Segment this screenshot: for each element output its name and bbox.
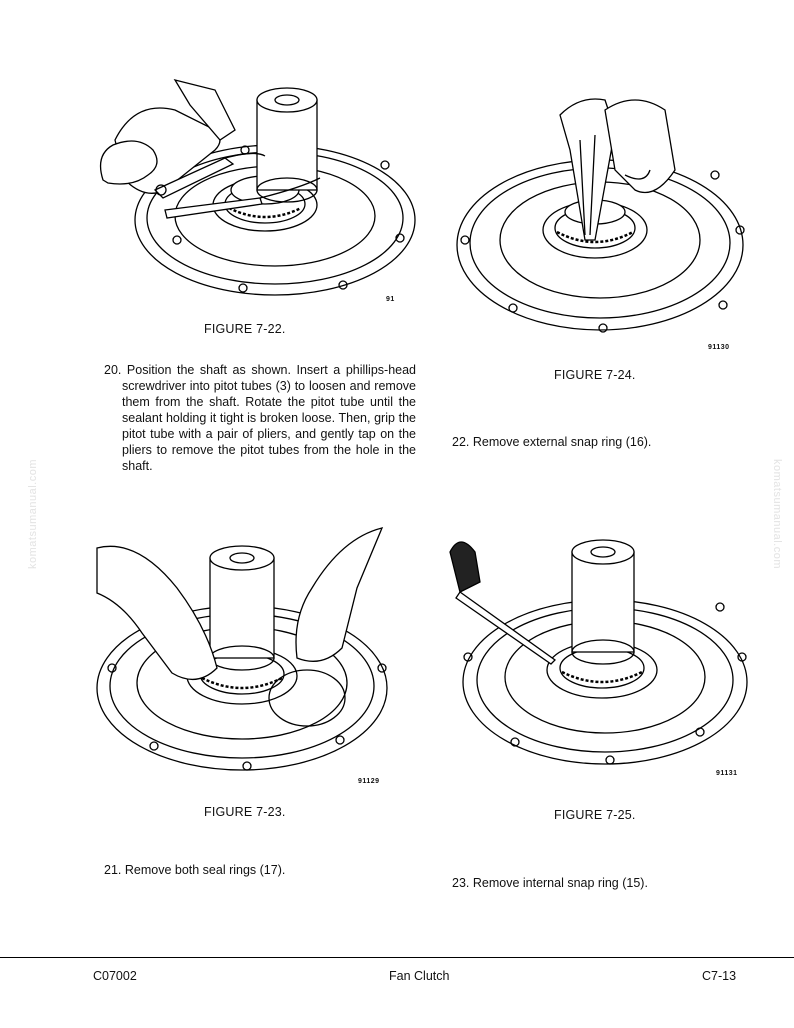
step-23-text: 23. Remove internal snap ring (15). — [452, 876, 648, 890]
figure-7-24-illustration — [456, 98, 745, 333]
figure-7-22-illustration — [99, 78, 416, 296]
step-21-text: 21. Remove both seal rings (17). — [104, 863, 286, 877]
figure-7-23-illustration — [96, 527, 388, 771]
watermark-left: komatsumanual.com — [27, 459, 39, 569]
footer-divider — [0, 957, 794, 958]
figure-number: 91 — [386, 296, 395, 303]
figure-caption: FIGURE 7-23. — [204, 805, 286, 819]
figure-number: 91131 — [716, 770, 738, 777]
watermark-right: komatsumanual.com — [771, 459, 783, 569]
figure-7-25-illustration — [449, 539, 748, 765]
figure-caption: FIGURE 7-24. — [554, 368, 636, 382]
figure-number: 91130 — [708, 344, 730, 351]
figure-caption: FIGURE 7-22. — [204, 322, 286, 336]
figure-number: 91129 — [358, 778, 380, 785]
step-20-text: 20. Position the shaft as shown. Insert … — [104, 363, 416, 473]
figure-caption: FIGURE 7-25. — [554, 808, 636, 822]
step-22-text: 22. Remove external snap ring (16). — [452, 435, 652, 449]
footer-page-number: C7-13 — [702, 969, 737, 983]
footer-section-title: Fan Clutch — [389, 969, 450, 983]
footer-doc-code: C07002 — [93, 969, 137, 983]
